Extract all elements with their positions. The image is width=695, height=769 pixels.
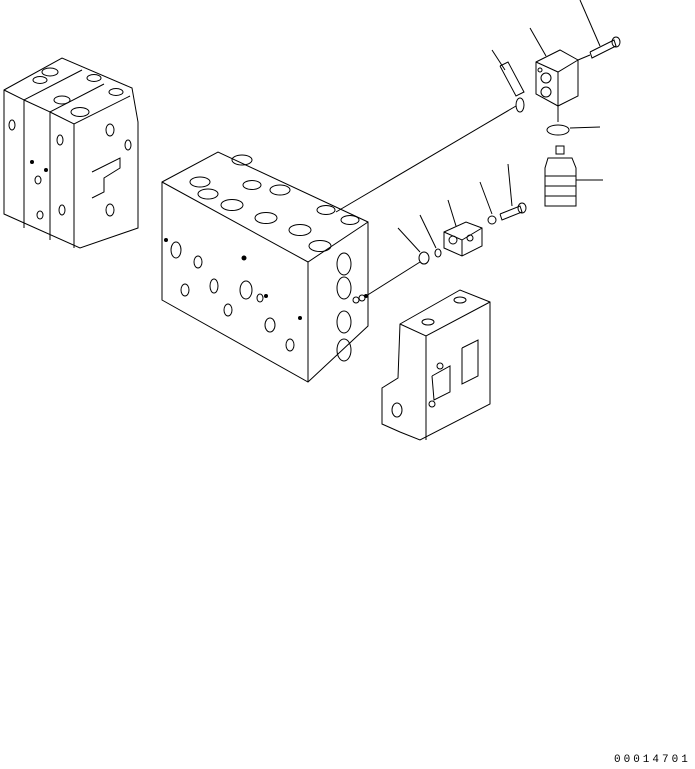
relief-valve-cartridge — [544, 145, 577, 207]
o-ring-small — [434, 248, 442, 258]
valve-body-block — [161, 151, 369, 383]
bolt-top — [577, 36, 621, 61]
adapter-block-small — [443, 221, 483, 257]
o-ring-large — [546, 124, 570, 136]
plug-top — [499, 61, 525, 113]
adapter-block-top — [535, 49, 579, 122]
control-valve-assembly-reference — [3, 57, 139, 249]
washer-small — [487, 215, 497, 225]
bolt-small — [499, 202, 527, 221]
drawing-number: 00014701 — [614, 754, 691, 766]
end-cover-block — [381, 289, 491, 441]
leader-lines — [335, 0, 603, 297]
plug-small — [418, 251, 430, 265]
